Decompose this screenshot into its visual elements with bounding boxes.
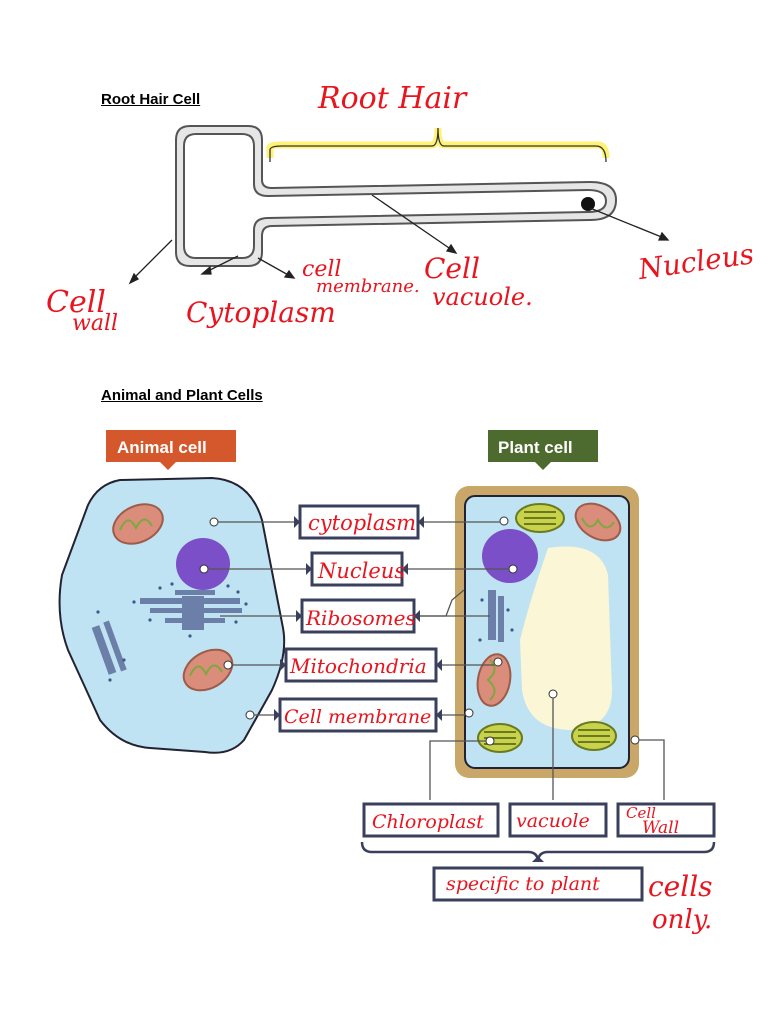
label-ribosomes: Ribosomes xyxy=(300,598,416,634)
arrow-vacuole xyxy=(371,194,453,251)
cell-wall-label-2: wall xyxy=(72,311,118,336)
root-hair-membrane xyxy=(183,133,608,259)
root-hair-title: Root Hair xyxy=(317,81,468,116)
animal-plant-heading: Animal and Plant Cells xyxy=(101,387,263,404)
root-hair-heading: Root Hair Cell xyxy=(101,91,201,108)
plant-mitochondrion-1 xyxy=(574,502,622,542)
label-mitochondria-text: Mitochondria xyxy=(289,654,427,678)
vacuole-label-2: vacuole. xyxy=(432,283,533,311)
arrowhead-cell-wall xyxy=(128,272,140,285)
label-specific: specific to plant xyxy=(432,866,644,902)
label-cell-wall-text-1: Cell xyxy=(626,804,656,822)
animal-cell-body xyxy=(58,476,286,754)
label-chloroplast-text: Chloroplast xyxy=(372,811,484,833)
arrowhead-nucleus xyxy=(658,231,670,241)
only-label: only. xyxy=(652,905,712,935)
plant-nucleus xyxy=(482,529,538,583)
plant-vacuole xyxy=(520,546,612,730)
cells-label: cells xyxy=(648,870,713,903)
plant-ribosomes xyxy=(488,590,504,642)
arrowhead-cytoplasm xyxy=(200,265,212,275)
plant-chloroplast-1 xyxy=(515,503,565,533)
root-hair-cell: Root Hair Cell wall Cytoplasm cell membr… xyxy=(46,81,756,336)
animal-mitochondrion-1 xyxy=(112,503,164,545)
animal-mitochondrion-2 xyxy=(182,648,234,692)
cytoplasm-label: Cytoplasm xyxy=(186,296,336,329)
cell-wall-label-1: Cell xyxy=(46,285,106,320)
plant-badge-text: Plant cell xyxy=(498,438,573,457)
animal-badge-text: Animal cell xyxy=(117,438,207,457)
arrow-cytoplasm xyxy=(205,255,239,273)
arrow-membrane xyxy=(257,257,291,277)
animal-ribosomes xyxy=(91,590,242,675)
label-cell-wall: Cell Wall xyxy=(616,802,716,838)
arrow-cell-wall xyxy=(131,239,173,281)
label-cell-membrane-text: Cell membrane xyxy=(284,706,431,728)
label-vacuole-text: vacuole xyxy=(516,810,590,832)
root-hair-bracket xyxy=(269,127,607,163)
label-ribosomes-text: Ribosomes xyxy=(305,606,416,630)
cell-membrane-label-1: cell xyxy=(302,257,341,282)
label-mitochondria: Mitochondria xyxy=(284,647,438,683)
vacuole-label-1: Cell xyxy=(424,252,480,285)
arrowhead-vacuole xyxy=(445,243,458,254)
label-cytoplasm-text: cytoplasm xyxy=(308,511,416,535)
animal-cell xyxy=(58,476,286,754)
nucleus-label: Nucleus xyxy=(635,237,756,286)
cell-membrane-label-2: membrane. xyxy=(316,276,420,297)
label-nucleus-text: Nucleus xyxy=(317,559,405,583)
plant-chloroplast-3 xyxy=(571,721,617,751)
arrowhead-membrane xyxy=(283,269,296,279)
plant-chloroplast-2 xyxy=(477,723,523,753)
label-vacuole: vacuole xyxy=(508,802,608,838)
label-chloroplast: Chloroplast xyxy=(362,802,500,838)
label-specific-text: specific to plant xyxy=(446,873,600,895)
label-cell-membrane: Cell membrane xyxy=(278,697,438,733)
plant-cell xyxy=(455,486,640,778)
plant-mitochondrion-2 xyxy=(476,653,512,707)
label-nucleus: Nucleus xyxy=(310,551,405,587)
animal-badge: Animal cell xyxy=(106,430,236,470)
root-hair-nucleus xyxy=(581,197,595,211)
label-cytoplasm: cytoplasm xyxy=(298,504,420,540)
plant-badge: Plant cell xyxy=(488,430,598,470)
label-cell-wall-text-2: Wall xyxy=(642,818,679,838)
arrow-nucleus xyxy=(589,207,665,239)
animal-nucleus xyxy=(176,538,230,590)
